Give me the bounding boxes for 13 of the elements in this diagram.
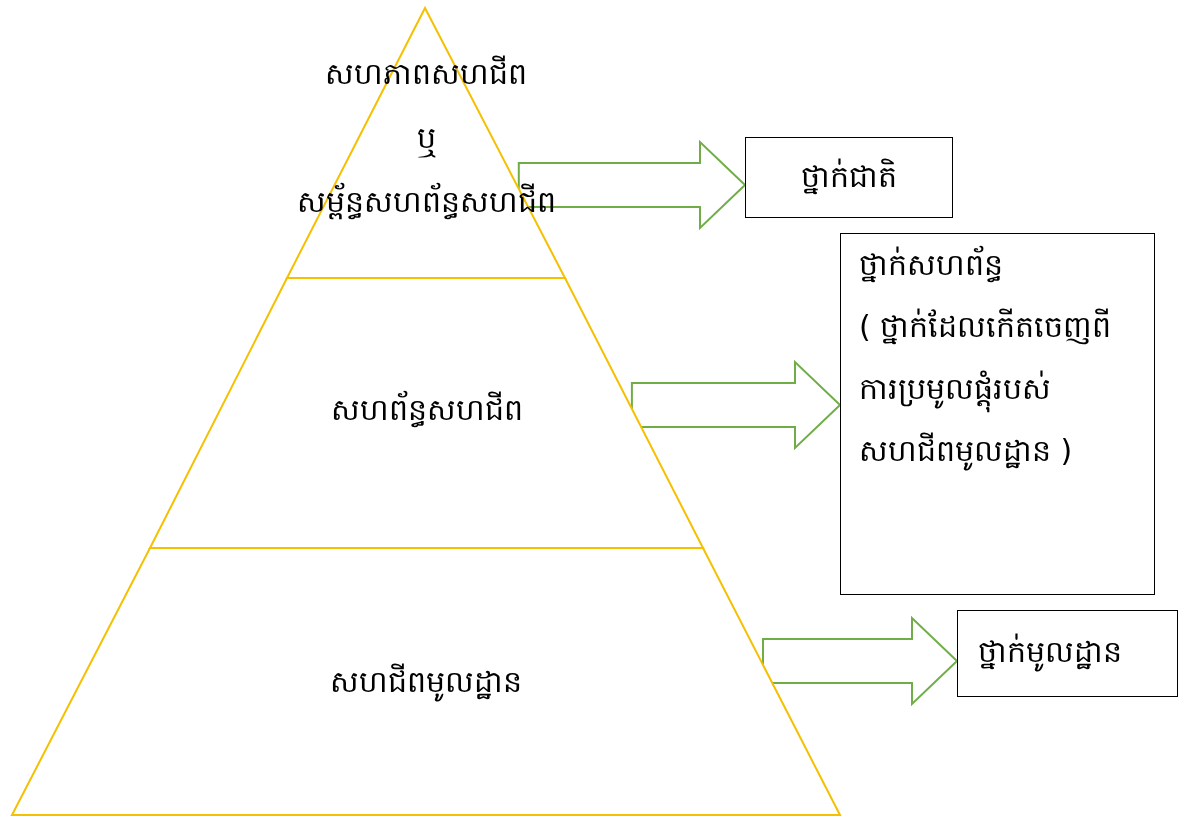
level-label: ( ថ្នាក់ដែលកើតចេញពីការប្រមូលផ្តុំរបស់សហជីពមូលដ្ឋាន ): [859, 296, 1142, 482]
level-box: [840, 233, 1155, 595]
block-arrow: [517, 139, 747, 231]
tier-label: សហជីពមូលដ្ឋាន: [330, 660, 522, 704]
level-label: ថ្នាក់មូលដ្ឋាន: [978, 621, 1165, 683]
level-label: ថ្នាក់សហព័ន្ធ: [859, 244, 1004, 285]
block-arrow: [762, 615, 959, 707]
level-box: [957, 610, 1178, 697]
tier-label: ឬ: [416, 116, 436, 160]
block-arrow: [630, 359, 842, 451]
tier-label: សហព័ន្ធសហជីព: [330, 389, 523, 430]
level-label: ថ្នាក់ជាតិ: [800, 157, 898, 197]
level-box: [745, 137, 953, 218]
